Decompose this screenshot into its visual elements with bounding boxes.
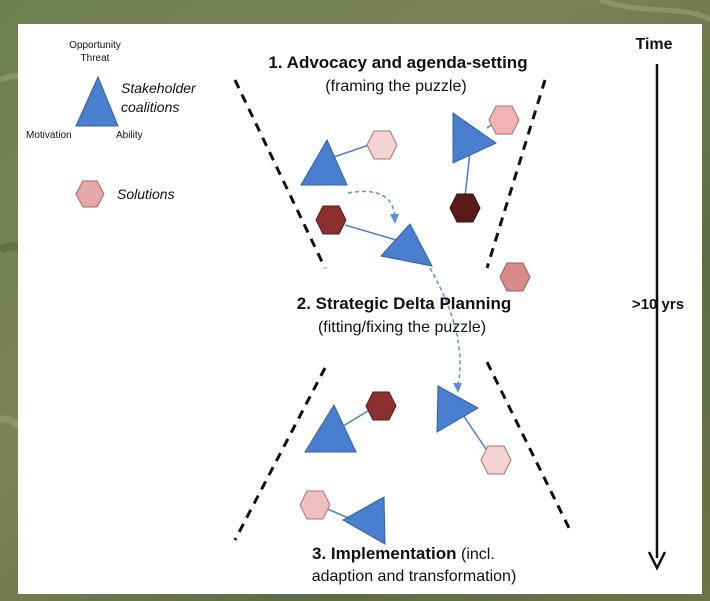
legend-triangle-icon [75,75,119,127]
coalition-triangle [341,496,386,545]
solution-hexagon [499,262,531,292]
hourglass-line-bottom-left [233,367,327,541]
solution-hexagon [480,445,512,475]
stage-3-subtitle: adaption and transformation) [311,568,517,585]
solution-hexagon [488,105,520,135]
legend-hexagon-icon [75,180,105,208]
solution-hexagon [315,205,347,235]
legend-threat-label: Threat [80,53,110,64]
coalition-triangle [300,138,348,186]
diagram-panel [18,24,702,594]
stage-3-title: 3. Implementation [312,544,457,563]
coalition-triangle [436,385,480,433]
legend-ability-label: Ability [116,130,143,141]
stage-2-title: 2. Strategic Delta Planning [296,294,512,313]
time-label: Time [635,36,673,53]
coalition-triangle [304,403,357,453]
time-arrow-head [647,551,667,571]
solution-hexagon [365,391,397,421]
legend-solutions-label: Solutions [117,186,175,202]
legend-stakeholder-label: Stakeholder [121,80,196,96]
solution-hexagon [449,193,481,223]
stage-1-title: 1. Advocacy and agenda-setting [268,53,528,72]
stage-1-subtitle: (framing the puzzle) [325,78,467,95]
stage-3-title-rest: (incl. [460,546,495,563]
hourglass-line-top-right [485,79,547,269]
legend-coalitions-label: coalitions [121,99,180,115]
stage-3-title-line: 3. Implementation (incl. [312,544,495,564]
coalition-triangle [380,223,433,267]
solution-hexagon [299,490,331,520]
coalition-triangle [452,112,497,164]
legend-motivation-label: Motivation [26,130,72,141]
legend-opportunity-label: Opportunity [69,40,121,51]
solution-hexagon [366,130,398,160]
duration-label: >10 yrs [631,296,685,313]
stage-2-subtitle: (fitting/fixing the puzzle) [317,319,487,336]
hourglass-line-top-left [233,79,327,269]
